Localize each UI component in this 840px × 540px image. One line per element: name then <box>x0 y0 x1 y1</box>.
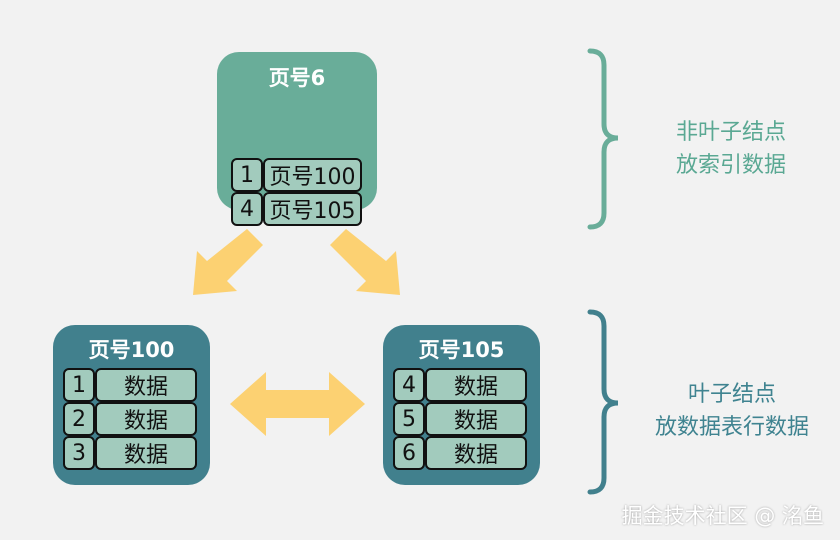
record-key: 5 <box>393 402 425 436</box>
watermark: 掘金技术社区 @ 洺鱼 <box>621 504 824 528</box>
leaf-annotation-line2: 放数据表行数据 <box>654 415 809 440</box>
index-key: 1 <box>231 158 263 192</box>
brace-leaf-icon <box>587 309 619 495</box>
record-value: 数据 <box>425 402 527 436</box>
index-key: 4 <box>231 192 263 226</box>
brace-non-leaf-icon <box>587 48 619 230</box>
record-key: 1 <box>63 368 95 402</box>
record-key: 3 <box>63 436 95 470</box>
record-value: 数据 <box>95 402 197 436</box>
leaf-annotation: 叶子结点 放数据表行数据 <box>640 378 824 444</box>
non-leaf-annotation-line1: 非叶子结点 <box>675 120 786 145</box>
root-node: 页号6 1 页号100 4 页号105 <box>217 52 377 226</box>
record-key: 2 <box>63 402 95 436</box>
arrow-down-left <box>193 229 263 295</box>
leaf-left-title: 页号100 <box>88 338 175 362</box>
record-value: 数据 <box>95 368 197 402</box>
non-leaf-annotation: 非叶子结点 放索引数据 <box>656 116 806 182</box>
index-pointer: 页号100 <box>263 158 362 192</box>
root-node-title: 页号6 <box>268 66 326 90</box>
arrow-bidirectional <box>230 372 365 436</box>
non-leaf-annotation-line2: 放索引数据 <box>675 153 786 178</box>
leaf-annotation-line1: 叶子结点 <box>687 382 776 407</box>
leaf-node-right: 页号105 4 数据 5 数据 6 数据 <box>383 325 540 485</box>
record-key: 6 <box>393 436 425 470</box>
record-value: 数据 <box>95 436 197 470</box>
record-value: 数据 <box>425 436 527 470</box>
record-value: 数据 <box>425 368 527 402</box>
record-key: 4 <box>393 368 425 402</box>
arrow-down-right <box>330 229 400 295</box>
leaf-right-title: 页号105 <box>418 338 505 362</box>
leaf-node-left: 页号100 1 数据 2 数据 3 数据 <box>53 325 210 485</box>
index-pointer: 页号105 <box>263 192 362 226</box>
